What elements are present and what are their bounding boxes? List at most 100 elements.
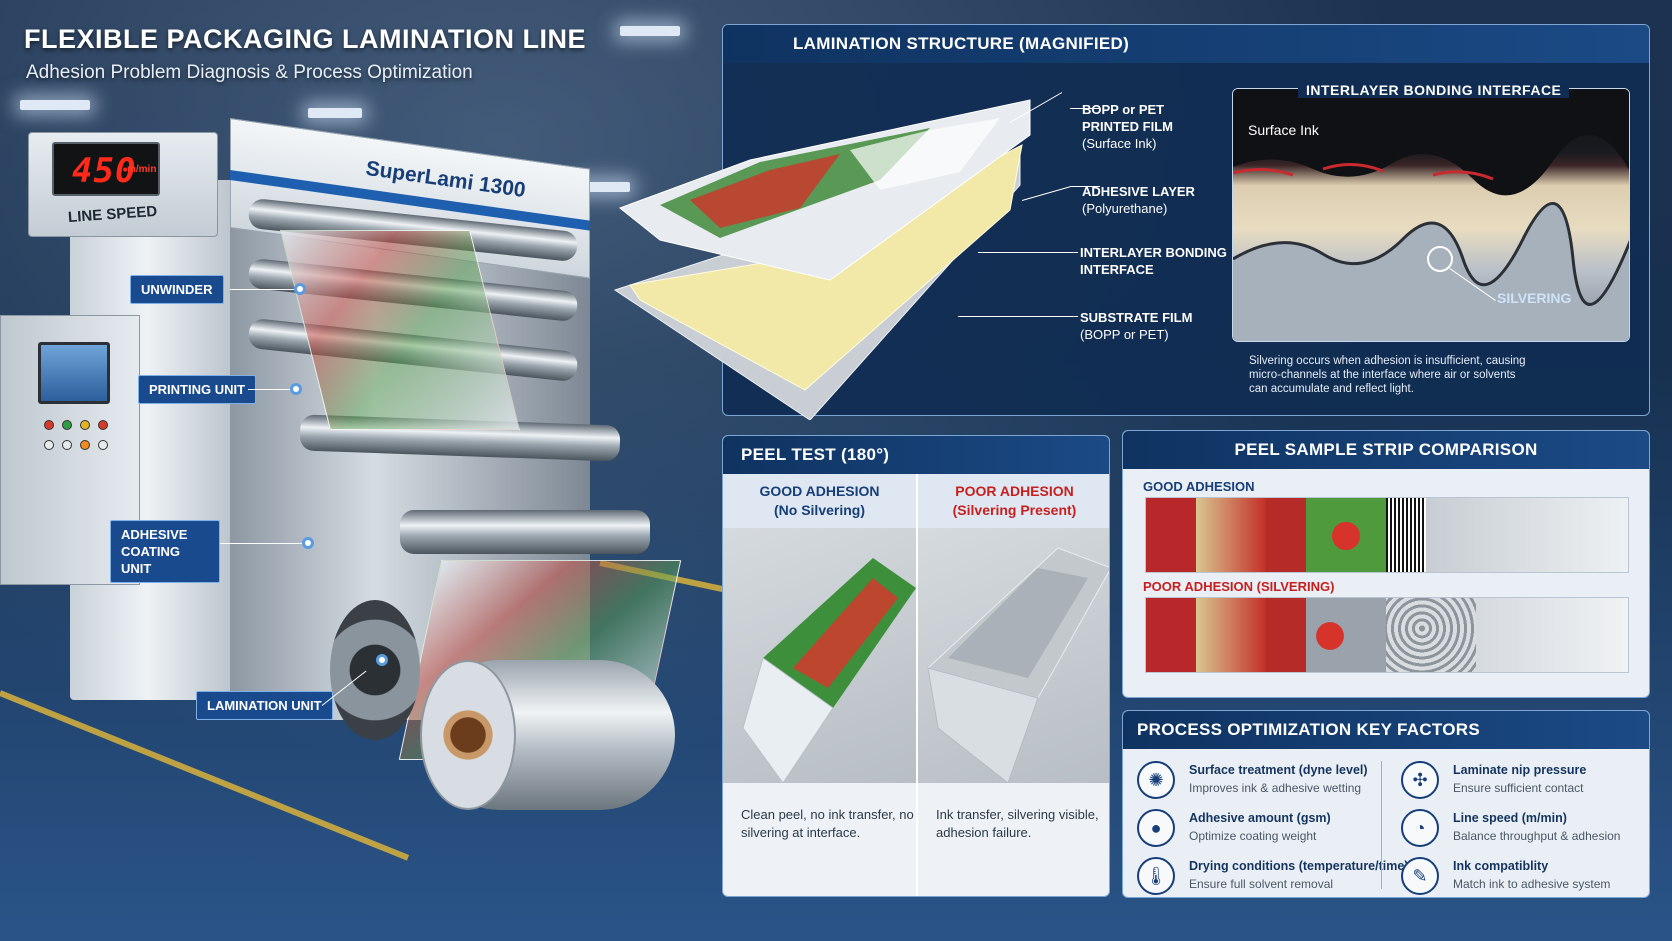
factor-nip-pressure: ✣ Laminate nip pressure Ensure sufficien… <box>1401 759 1641 803</box>
micrograph-texture <box>1233 89 1629 341</box>
callout-dot <box>302 537 314 549</box>
process-optimization-panel: PROCESS OPTIMIZATION KEY FACTORS ✺ Surfa… <box>1122 710 1650 898</box>
control-button[interactable] <box>98 420 108 430</box>
silvering-marker <box>1427 246 1453 272</box>
strip-segment-red <box>1146 498 1196 572</box>
control-button[interactable] <box>62 440 72 450</box>
line-speed-unit: m/min <box>127 164 157 175</box>
callout-dot <box>376 654 388 666</box>
factor-line-speed: ◔ Line speed (m/min) Balance throughput … <box>1401 807 1641 851</box>
printed-film-label: BOPP or PET PRINTED FILM (Surface Ink) <box>1082 102 1173 151</box>
unwinder-label: UNWINDER <box>130 275 224 304</box>
print-graphic-white <box>850 118 1000 190</box>
adhesive-coating-label-line2: COATING UNIT <box>121 544 180 576</box>
strip-segment-label <box>1196 598 1266 672</box>
good-strip-label: GOOD ADHESION <box>1143 479 1255 494</box>
substrate-film-label: SUBSTRATE FILM (BOPP or PET) <box>1080 310 1193 342</box>
good-adhesion-strip <box>1145 497 1629 573</box>
factor-ink-compatibility: ✎ Ink compatiblity Match ink to adhesive… <box>1401 855 1641 897</box>
lamination-drum <box>330 600 420 740</box>
control-button[interactable] <box>80 420 90 430</box>
lamination-structure-heading: LAMINATION STRUCTURE (MAGNIFIED) <box>723 25 1649 63</box>
callout-dot <box>294 283 306 295</box>
peel-test-heading: PEEL TEST (180°) <box>723 436 1109 474</box>
layer-callout-line <box>1070 186 1100 187</box>
factor-surface-treatment: ✺ Surface treatment (dyne level) Improve… <box>1137 759 1377 803</box>
ceiling-light <box>580 182 630 192</box>
ink-compatibility-icon: ✎ <box>1401 857 1439 895</box>
ink-layer-shape <box>1233 89 1629 196</box>
adhesive-coating-label-line1: ADHESIVE <box>121 527 188 542</box>
adhesive-layer-label: ADHESIVE LAYER (Polyurethane) <box>1082 184 1195 216</box>
strip-segment-tomato <box>1306 498 1386 572</box>
good-peel-caption: Clean peel, no ink transfer, no silverin… <box>741 807 914 840</box>
factor-drying-conditions: 🌡 Drying conditions (temperature/time) E… <box>1137 855 1408 897</box>
strip-segment-red <box>1266 498 1306 572</box>
good-peel-print-red <box>793 578 898 688</box>
printing-unit-label: PRINTING UNIT <box>138 375 257 404</box>
control-button[interactable] <box>44 440 54 450</box>
adhesive-coating-unit-label: ADHESIVE COATING UNIT <box>110 520 220 583</box>
poor-adhesion-strip <box>1145 597 1629 673</box>
good-peel-illustration <box>742 558 916 784</box>
silvering-label: SILVERING <box>1497 290 1572 306</box>
layer-callout-line <box>978 252 1078 253</box>
silvering-caption: Silvering occurs when adhesion is insuff… <box>1249 355 1526 395</box>
callout-line <box>230 289 296 290</box>
surface-ink-label: Surface Ink <box>1248 122 1319 138</box>
strip-comparison-panel: PEEL SAMPLE STRIP COMPARISON GOOD ADHESI… <box>1122 430 1650 698</box>
inset-title: INTERLAYER BONDING INTERFACE <box>1298 82 1570 98</box>
control-button[interactable] <box>98 440 108 450</box>
callout-line <box>248 389 292 390</box>
poor-strip-label: POOR ADHESION (SILVERING) <box>1143 579 1335 594</box>
factor-adhesive-amount: ● Adhesive amount (gsm) Optimize coating… <box>1137 807 1377 851</box>
substrate-shape <box>1233 203 1629 341</box>
layer-callout-line <box>1070 108 1100 109</box>
nip-pressure-icon: ✣ <box>1401 761 1439 799</box>
adhesive-drop-icon: ● <box>1137 809 1175 847</box>
control-button[interactable] <box>80 440 90 450</box>
control-button[interactable] <box>44 420 54 430</box>
peel-divider <box>916 474 918 896</box>
strip-segment-red <box>1146 598 1196 672</box>
good-adhesion-header: GOOD ADHESION (No Silvering) <box>723 474 916 528</box>
process-divider <box>1381 761 1382 889</box>
strip-segment-red <box>1266 598 1306 672</box>
peel-test-panel: PEEL TEST (180°) GOOD ADHESION (No Silve… <box>722 435 1110 897</box>
callout-dot <box>290 383 302 395</box>
finished-roll-core <box>420 660 516 810</box>
strip-segment-clear <box>1426 498 1628 572</box>
poor-peel-texture <box>948 568 1088 678</box>
control-button[interactable] <box>62 420 72 430</box>
thermometer-icon: 🌡 <box>1137 857 1175 895</box>
poor-adhesion-header: POOR ADHESION (Silvering Present) <box>918 474 1109 528</box>
poor-peel-illustration <box>926 547 1109 784</box>
strip-segment-label <box>1196 498 1266 572</box>
page-subtitle: Adhesion Problem Diagnosis & Process Opt… <box>26 62 473 83</box>
gauge-icon: ◔ <box>1401 809 1439 847</box>
callout-line <box>220 543 306 544</box>
strip-comparison-heading: PEEL SAMPLE STRIP COMPARISON <box>1123 431 1649 469</box>
interface-line <box>1233 202 1629 306</box>
strip-segment-barcode <box>1386 498 1426 572</box>
process-optimization-heading: PROCESS OPTIMIZATION KEY FACTORS <box>1123 711 1649 749</box>
ceiling-light <box>20 100 90 110</box>
ceiling-light <box>620 26 680 36</box>
layer-callout-line <box>958 316 1078 317</box>
line-speed-display: 450 <box>52 142 160 196</box>
print-graphic-red <box>690 154 840 228</box>
bonding-interface-label: INTERLAYER BONDING INTERFACE <box>1080 245 1227 277</box>
strip-segment-speckled <box>1386 598 1476 672</box>
ceiling-light <box>308 108 362 118</box>
poor-peel-photo <box>918 528 1109 784</box>
roller <box>400 510 650 554</box>
lamination-layers-illustration <box>613 99 1031 420</box>
strip-segment-silvered <box>1306 598 1386 672</box>
strip-segment-clear <box>1476 598 1628 672</box>
good-peel-photo <box>723 528 916 784</box>
interface-micrograph <box>1232 88 1630 342</box>
hmi-screen[interactable] <box>38 342 110 404</box>
surface-treatment-icon: ✺ <box>1137 761 1175 799</box>
poor-peel-caption: Ink transfer, silvering visible, adhesio… <box>936 807 1099 840</box>
lamination-unit-label: LAMINATION UNIT <box>196 691 333 720</box>
